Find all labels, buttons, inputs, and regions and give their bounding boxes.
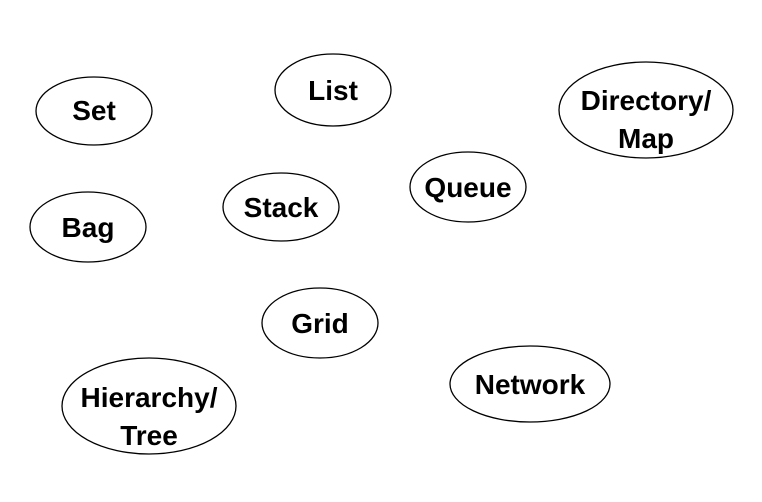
node-directory-map: Directory/ Map [558,61,734,159]
node-grid-label: Grid [291,308,349,339]
node-set: Set [35,76,153,146]
node-set-label: Set [72,95,116,126]
node-hierarchy-tree-label-line2: Tree [120,420,178,451]
node-network-label: Network [475,369,586,400]
node-hierarchy-tree: Hierarchy/ Tree [61,357,237,455]
node-stack-label: Stack [244,192,319,223]
node-directory-map-label-line2: Map [618,123,674,154]
node-bag-label: Bag [62,212,115,243]
node-stack: Stack [222,172,340,242]
node-directory-map-label-line1: Directory/ [581,85,712,116]
node-hierarchy-tree-label-line1: Hierarchy/ [81,382,218,413]
node-grid: Grid [261,287,379,359]
node-list: List [274,53,392,127]
node-list-label: List [308,75,358,106]
node-queue: Queue [409,151,527,223]
node-bag: Bag [29,191,147,263]
node-network: Network [449,345,611,423]
node-queue-label: Queue [424,172,511,203]
